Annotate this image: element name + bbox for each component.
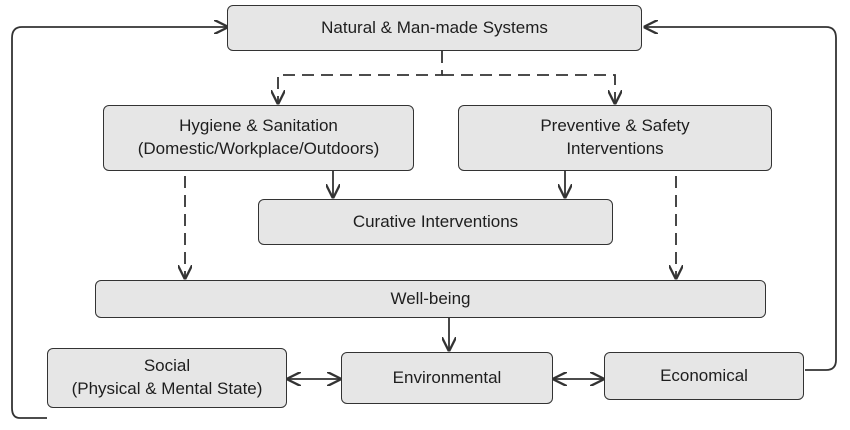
environmental-label: Environmental [392, 367, 502, 387]
systems-to-hygiene-arrow [278, 51, 443, 103]
environmental-box: Environmental [341, 352, 553, 404]
hygiene-label-line1: Hygiene & Sanitation [179, 116, 338, 136]
feedback-loop-left-arrow [11, 27, 227, 419]
wellbeing-box: Well-being [95, 280, 766, 318]
systems-to-preventive-arrow [442, 74, 615, 103]
hygiene-label-line2: (Domestic/Workplace/Outdoors) [137, 139, 380, 158]
preventive-label-line1: Preventive & Safety [540, 116, 690, 136]
economical-box: Economical [604, 352, 804, 400]
hygiene-sanitation-box: Hygiene & Sanitation (Domestic/Workplace… [103, 105, 414, 171]
preventive-label-line2: Interventions [566, 139, 664, 158]
curative-interventions-box: Curative Interventions [258, 199, 613, 245]
systems-label: Natural & Man-made Systems [321, 17, 548, 37]
systems-box: Natural & Man-made Systems [227, 5, 642, 51]
social-label-line2: (Physical & Mental State) [71, 379, 263, 398]
social-label-line1: Social [143, 356, 191, 376]
economical-label: Economical [660, 365, 748, 385]
social-box: Social (Physical & Mental State) [47, 348, 287, 408]
curative-label: Curative Interventions [352, 211, 519, 231]
wellbeing-label: Well-being [390, 288, 471, 308]
preventive-safety-box: Preventive & Safety Interventions [458, 105, 772, 171]
feedback-loop-right-arrow [645, 27, 837, 371]
